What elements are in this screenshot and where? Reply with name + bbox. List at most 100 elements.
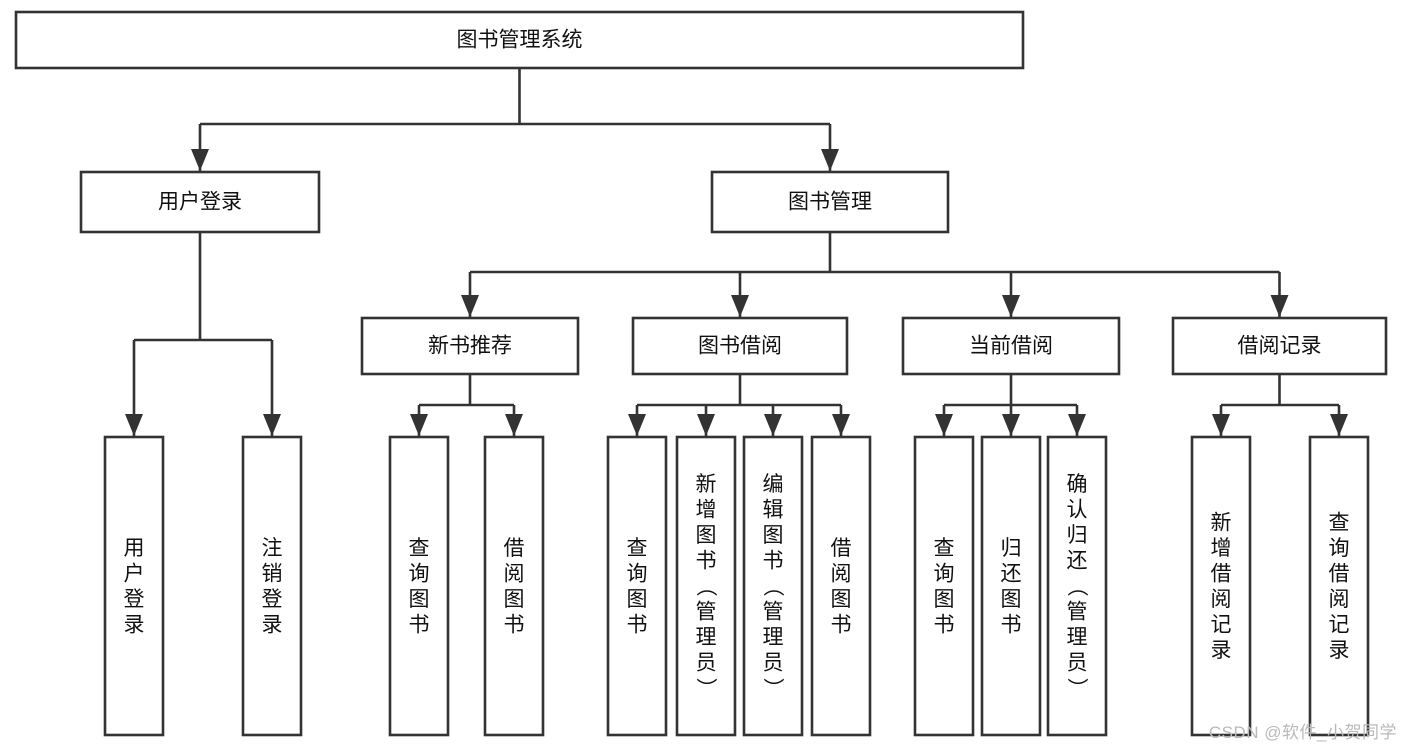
arrow-head-icon [935, 414, 953, 436]
node-label-char: 销 [262, 562, 283, 585]
node-current-borrow[interactable]: 当前借阅 [901, 316, 1121, 376]
node-label-char: 阅 [1211, 588, 1232, 611]
arrow-head-icon [697, 414, 715, 436]
node-label-char: 用 [124, 537, 145, 560]
node-label-char: 书 [831, 613, 852, 636]
node-label-char: 询 [934, 562, 955, 585]
node-box [1171, 316, 1388, 376]
arrow-head-icon [1212, 414, 1230, 436]
arrow-head-icon [410, 414, 428, 436]
arrow-head-icon [125, 414, 143, 436]
node-label-char: 管 [1067, 601, 1088, 624]
node-label: 图书借阅 [698, 335, 782, 358]
node-box [241, 435, 303, 737]
node-label-char: ） [694, 678, 717, 699]
node-borrow-record[interactable]: 借阅记录 [1171, 316, 1388, 376]
csdn-watermark: CSDN @软件_小贺同学 [1208, 723, 1397, 742]
node-box [810, 435, 872, 737]
arrow-head-icon [628, 414, 646, 436]
arrow-head-icon [263, 414, 281, 436]
node-label-char: 书 [409, 613, 430, 636]
arrow-head-icon [1068, 414, 1086, 436]
node-label-char: 管 [763, 601, 784, 624]
node-label-char: 确 [1067, 473, 1088, 496]
node-book-manage[interactable]: 图书管理 [710, 170, 950, 234]
arrow-head-icon [1002, 295, 1020, 317]
node-label-char: 查 [409, 537, 430, 560]
node-box [742, 435, 804, 737]
arrow-head-icon [1330, 414, 1348, 436]
node-root[interactable]: 图书管理系统 [14, 10, 1025, 70]
node-label-char: 归 [1067, 524, 1088, 547]
node-label-char: 图 [409, 588, 430, 611]
node-label-char: 书 [696, 550, 717, 573]
node-label-char: 记 [1329, 613, 1350, 636]
node-label-char: 查 [627, 537, 648, 560]
arrow-head-icon [731, 295, 749, 317]
node-box [388, 435, 450, 737]
node-box [14, 10, 1025, 70]
node-label-char: ） [1065, 678, 1088, 699]
node-label-char: 书 [504, 613, 525, 636]
node-box [901, 316, 1121, 376]
node-label-char: 户 [124, 562, 145, 585]
node-label-char: 询 [627, 562, 648, 585]
node-label-char: 理 [1067, 626, 1088, 649]
node-label: 新书推荐 [428, 335, 512, 358]
node-label-char: 新 [1211, 511, 1232, 534]
node-user-login[interactable]: 用户登录 [79, 170, 321, 234]
node-label-char: 图 [504, 588, 525, 611]
node-label-char: 书 [763, 550, 784, 573]
node-box [710, 170, 950, 234]
arrow-head-icon [821, 149, 839, 171]
node-label-char: 归 [1001, 537, 1022, 560]
node-label-char: 录 [124, 613, 145, 636]
node-label-char: 书 [627, 613, 648, 636]
node-label-char: 查 [1329, 511, 1350, 534]
node-label-char: 理 [696, 626, 717, 649]
node-leaf-user-login[interactable]: 用户登录 [103, 435, 165, 737]
node-new-book-rec[interactable]: 新书推荐 [360, 316, 580, 376]
arrow-head-icon [832, 414, 850, 436]
node-label: 用户登录 [124, 537, 145, 637]
node-label-char: 注 [262, 537, 283, 560]
arrow-head-icon [1002, 414, 1020, 436]
node-label: 图书管理系统 [457, 29, 583, 52]
node-box [483, 435, 545, 737]
node-label: 用户登录 [158, 191, 242, 214]
node-label: 借阅记录 [1238, 335, 1322, 358]
node-label-char: 辑 [763, 499, 784, 522]
node-label-char: （ [761, 576, 784, 597]
node-label-char: 借 [504, 537, 525, 560]
node-box [1190, 435, 1252, 737]
node-label-char: 图 [1001, 588, 1022, 611]
node-book-borrow[interactable]: 图书借阅 [631, 316, 849, 376]
node-label-char: 阅 [831, 562, 852, 585]
arrow-head-icon [505, 414, 523, 436]
node-label-char: 认 [1067, 499, 1088, 522]
node-label-char: 管 [696, 601, 717, 624]
node-label-char: 新 [696, 473, 717, 496]
